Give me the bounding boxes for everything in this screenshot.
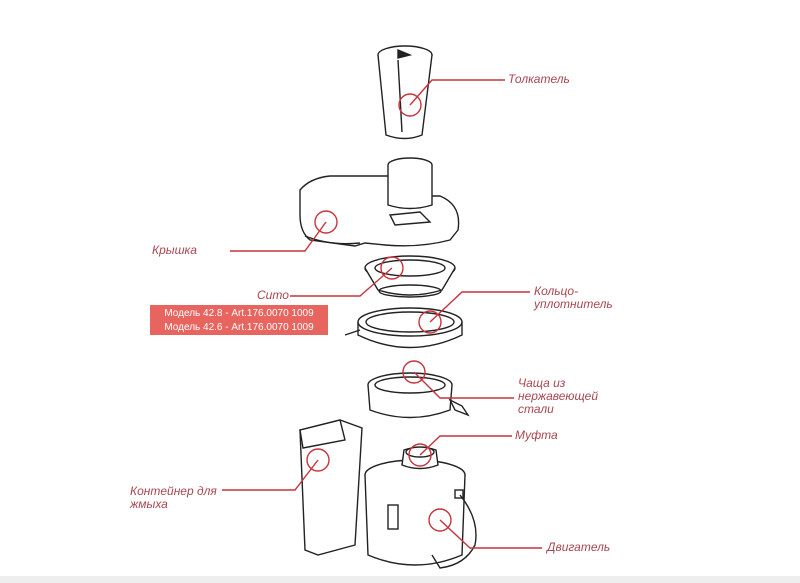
model-info-box: Модель 42.8 - Art.176.0070 1009 Модель 4… [150,305,328,335]
label-container: Контейнер для жмыха [130,485,217,511]
bowl-part [367,372,470,419]
leader-ring [418,291,530,334]
motor-part [364,446,477,569]
pusher-part [377,45,433,140]
bottom-divider [0,576,800,583]
label-motor: Двигатель [547,540,611,554]
label-ring-line1: Кольцо- [534,284,579,298]
label-bowl-line1: Чаща из [518,376,566,390]
model-line: Модель 42.8 - Art.176.0070 1009 [164,308,314,319]
pulp-container-part [299,419,363,556]
label-lid: Крышка [152,243,197,257]
label-ring-line2: уплотнитель [534,297,613,311]
label-ring: Кольцо- уплотнитель [534,285,613,311]
sealing-ring-part [344,307,463,349]
sieve-part [364,255,456,298]
label-pusher: Толкатель [508,72,570,86]
leader-lid [230,210,338,252]
label-container-line2: жмыха [130,497,168,511]
label-bowl-line3: стали [518,402,554,416]
leader-coupling [408,435,512,467]
label-container-line1: Контейнер для [130,484,217,498]
leader-bowl [402,360,514,399]
label-bowl: Чаща из нержавеющей стали [518,377,598,416]
label-sieve: Сито [257,288,289,302]
leader-container [222,448,330,491]
leader-motor [428,508,542,549]
leader-sieve [290,256,404,297]
model-line: Модель 42.6 - Art.176.0070 1009 [164,322,314,333]
leader-pusher [398,79,505,117]
label-coupling: Муфта [515,428,558,442]
label-bowl-line2: нержавеющей [518,389,599,403]
lid-part [299,157,460,247]
